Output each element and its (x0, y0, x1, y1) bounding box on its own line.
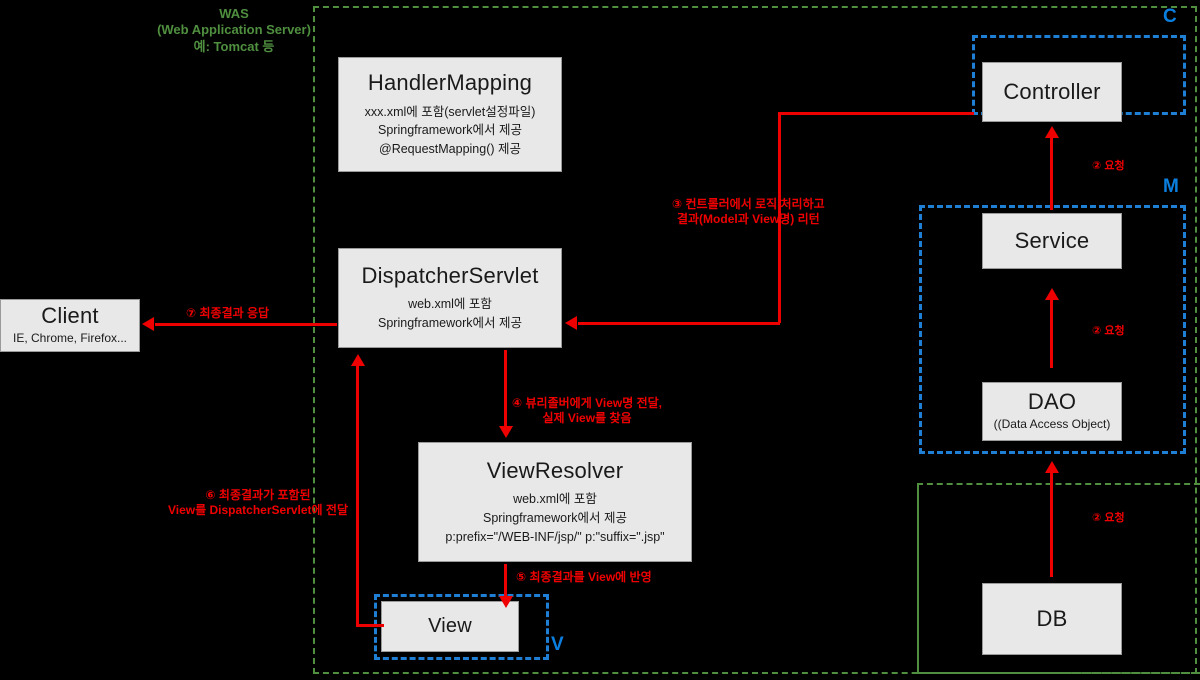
arrow-label-3-line-2: 결과(Model과 View명) 리턴 (676, 212, 820, 226)
arrow-label-3: ③ 컨트롤러에서 로직 처리하고 결과(Model과 View명) 리턴 (672, 197, 825, 227)
arrow-label-4: ④ 뷰리졸버에게 View명 전달, 실제 View를 찾음 (512, 396, 662, 426)
view-resolver-sub-3: p:prefix="/WEB-INF/jsp/" p:"suffix=".jsp… (445, 529, 665, 544)
handler-mapping-box[interactable]: HandlerMapping xxx.xml에 포함(servlet설정파일) … (338, 57, 562, 172)
arrow-dao-to-service (1050, 300, 1053, 368)
arrowhead-to-client (142, 317, 154, 331)
view-region-label: V (551, 634, 564, 655)
db-box[interactable]: DB (982, 583, 1122, 655)
client-box[interactable]: Client IE, Chrome, Firefox... (0, 299, 140, 352)
arrow-label-3-line-1: ③ 컨트롤러에서 로직 처리하고 (672, 197, 825, 211)
arrow-db-to-dao (1050, 472, 1053, 577)
handler-mapping-sub-1: xxx.xml에 포함(servlet설정파일) (364, 104, 536, 119)
handler-mapping-sub-3: @RequestMapping() 제공 (379, 142, 521, 157)
arrow-controller-to-dispatcher-h1 (778, 112, 974, 115)
dispatcher-servlet-sub-2: Springframework에서 제공 (378, 316, 522, 331)
service-title: Service (1014, 228, 1090, 254)
arrow-dispatcher-to-viewresolver (504, 350, 507, 428)
dao-title: DAO (1027, 389, 1077, 415)
handler-mapping-sub-2: Springframework에서 제공 (378, 123, 522, 138)
arrowhead-to-dispatcher (565, 316, 577, 330)
arrow-label-7: ⑦ 최종결과 응답 (186, 306, 270, 320)
arrowhead-to-view (499, 596, 513, 608)
service-box[interactable]: Service (982, 213, 1122, 269)
view-resolver-title: ViewResolver (486, 457, 624, 483)
arrow-label-5: ⑤ 최종결과를 View에 반영 (516, 570, 652, 584)
arrow-controller-to-dispatcher-h2 (578, 322, 780, 325)
controller-title: Controller (1003, 79, 1101, 105)
view-resolver-subtitle: web.xml에 포함 Springframework에서 제공 p:prefi… (445, 490, 664, 546)
view-title: View (428, 615, 472, 637)
arrow-label-4-line-2: 실제 View를 찾음 (542, 411, 632, 425)
view-resolver-sub-1: web.xml에 포함 (513, 492, 597, 507)
view-box[interactable]: View (381, 601, 519, 652)
handler-mapping-title: HandlerMapping (367, 70, 533, 96)
view-resolver-box[interactable]: ViewResolver web.xml에 포함 Springframework… (418, 442, 692, 562)
model-region-label: M (1163, 176, 1179, 197)
arrow-label-service-to-controller: ② 요청 (1092, 160, 1125, 172)
dispatcher-servlet-box[interactable]: DispatcherServlet web.xml에 포함 Springfram… (338, 248, 562, 348)
was-line-1: WAS (219, 6, 249, 21)
arrowhead-to-viewresolver (499, 426, 513, 438)
arrow-view-to-dispatcher-v (356, 366, 359, 626)
client-title: Client (41, 303, 99, 329)
view-resolver-sub-2: Springframework에서 제공 (483, 510, 627, 525)
arrowhead-to-dispatcher-up (351, 354, 365, 366)
arrow-controller-to-dispatcher-v (778, 112, 781, 323)
arrowhead-dao-to-service (1045, 288, 1059, 300)
arrow-label-db-to-dao: ② 요청 (1092, 512, 1125, 524)
dispatcher-servlet-sub-1: web.xml에 포함 (408, 297, 492, 312)
arrow-label-6-line-1: ⑥ 최종결과가 포함된 (205, 488, 311, 502)
was-line-3: 예: Tomcat 등 (193, 38, 275, 54)
dao-subtitle: ((Data Access Object) (993, 417, 1111, 432)
dao-box[interactable]: DAO ((Data Access Object) (982, 382, 1122, 441)
dispatcher-servlet-subtitle: web.xml에 포함 Springframework에서 제공 (378, 295, 522, 333)
arrow-view-to-dispatcher-h (356, 624, 384, 627)
handler-mapping-subtitle: xxx.xml에 포함(servlet설정파일) Springframework… (365, 103, 536, 159)
arrow-label-dao-to-service: ② 요청 (1092, 325, 1125, 337)
controller-region-label: C (1163, 6, 1177, 27)
arrow-viewresolver-to-view (504, 564, 507, 598)
client-subtitle: IE, Chrome, Firefox... (12, 331, 128, 346)
view-region (374, 594, 549, 660)
arrow-service-to-controller (1050, 136, 1053, 210)
was-region (313, 6, 1197, 674)
arrow-dispatcher-to-client (155, 323, 337, 326)
controller-box[interactable]: Controller (982, 62, 1122, 122)
arrow-label-6: ⑥ 최종결과가 포함된 View를 DispatcherServlet에 전달 (168, 488, 348, 518)
arrowhead-service-to-controller (1045, 126, 1059, 138)
db-title: DB (1036, 606, 1068, 632)
dispatcher-servlet-title: DispatcherServlet (361, 263, 539, 289)
was-line-2: (Web Application Server) (157, 22, 311, 38)
arrow-label-6-line-2: View를 DispatcherServlet에 전달 (168, 503, 349, 517)
arrow-label-4-line-1: ④ 뷰리졸버에게 View명 전달, (512, 396, 662, 410)
arrowhead-db-to-dao (1045, 461, 1059, 473)
was-region-db (917, 483, 1200, 674)
was-caption: WAS (Web Application Server) 예: Tomcat 등 (150, 6, 318, 55)
